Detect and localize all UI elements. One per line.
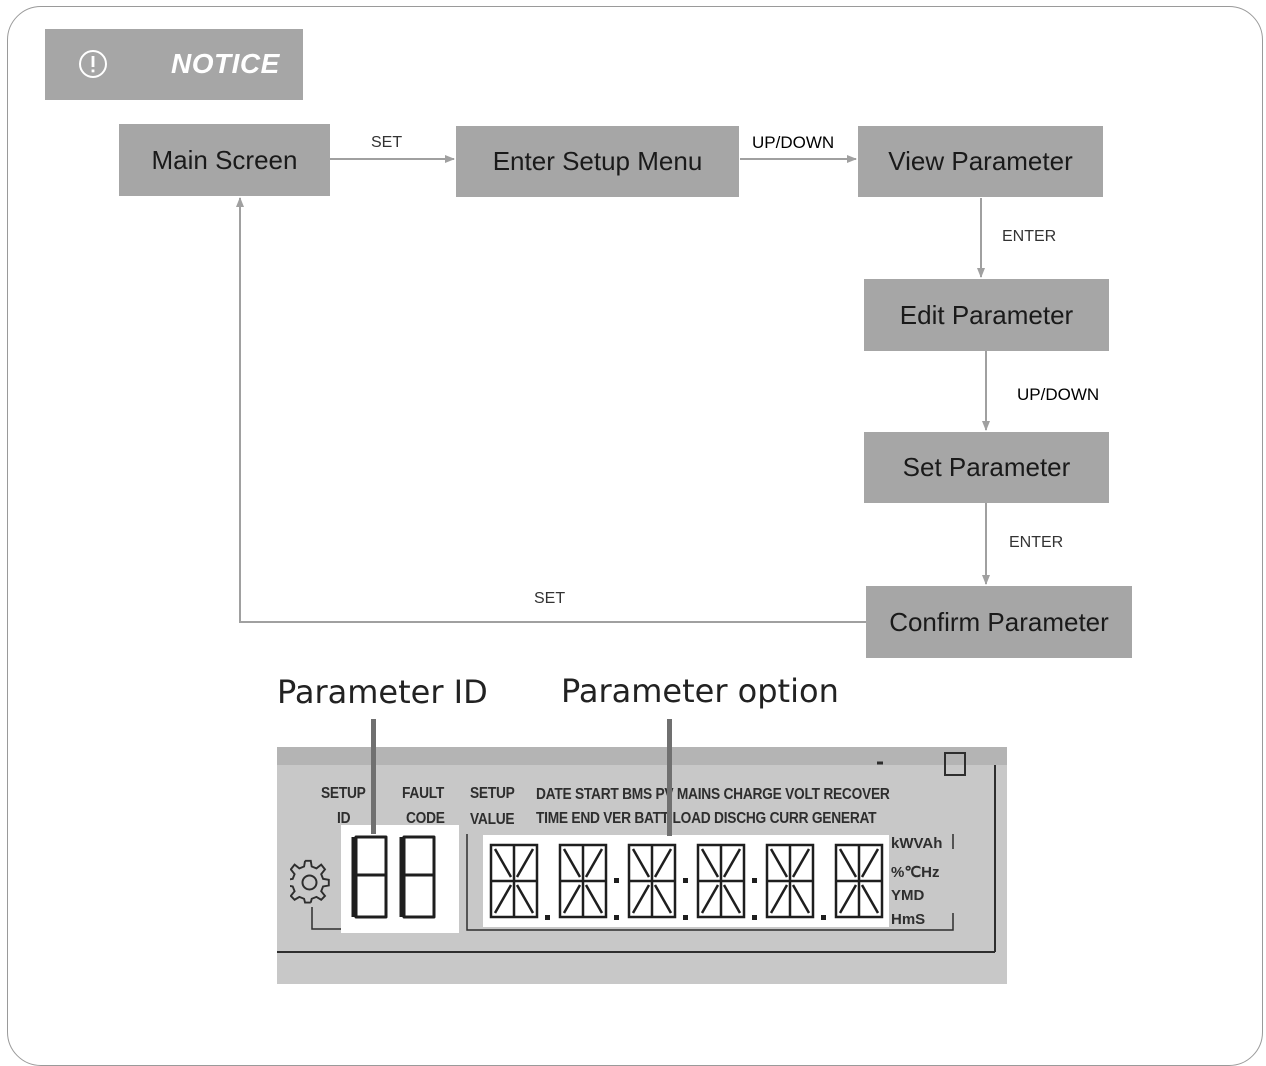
node-main-screen: Main Screen [119,124,330,196]
node-set-parameter: Set Parameter [864,432,1109,503]
unit-percent-temp-hz: %℃Hz [891,864,940,881]
decimal-point [545,915,550,920]
colon-dot [614,878,619,883]
segment-digit [627,843,677,919]
edge-label-up-down: UP/DOWN [1017,385,1100,404]
node-edit-parameter: Edit Parameter [864,279,1109,351]
parameter-id-caption: Parameter ID [277,673,488,711]
node-label: Main Screen [151,144,298,175]
lcd-top-strip [277,747,1007,765]
lcd-display: SETUP ID FAULT CODE SETUP VALUE DATE STA… [277,747,1007,984]
info-circle-icon [79,50,107,78]
edge-label-enter: ENTER [1009,534,1064,551]
node-enter-setup-menu: Enter Setup Menu [456,126,739,197]
parameter-id-digits [341,825,459,933]
parameter-option-digits [483,835,889,927]
decimal-point [683,915,688,920]
node-view-parameter: View Parameter [858,126,1103,197]
parameter-option-caption: Parameter option [561,672,839,710]
segment-digit [834,843,884,919]
edge-label-set: SET [371,134,403,151]
decimal-point [614,915,619,920]
unit-power: kWVAh [891,835,943,852]
node-label: Edit Parameter [899,299,1074,330]
label-setup-id-top: SETUP [321,785,366,802]
colon-dot [752,878,757,883]
notice-label: NOTICE [171,48,280,79]
node-label: Enter Setup Menu [492,146,703,176]
edge-label-up-down: UP/DOWN [752,133,835,152]
unit-time: HmS [891,911,926,928]
segment-digit [558,843,608,919]
label-row-bottom: TIME END VER BATT LOAD DISCHG CURR GENER… [536,810,877,827]
notice-banner: NOTICE [45,29,303,100]
decimal-point [752,915,757,920]
node-label: Confirm Parameter [889,606,1109,637]
label-setup-id-bottom: ID [337,810,351,827]
segment-digit [765,843,815,919]
node-label: Set Parameter [902,452,1071,482]
node-label: View Parameter [888,146,1073,176]
edge-label-set: SET [534,590,566,607]
gear-icon [290,859,330,904]
label-row-top: DATE START BMS PV MAINS CHARGE VOLT RECO… [536,786,890,803]
segment-digit [489,843,539,919]
flow-connectors [236,155,990,623]
segment-digit [696,843,746,919]
edge-label-enter: ENTER [1002,228,1057,245]
node-confirm-parameter: Confirm Parameter [866,586,1132,658]
unit-date: YMD [891,887,925,904]
colon-dot [683,878,688,883]
label-setup-value-bottom: VALUE [470,811,515,828]
arrow-confirm-to-main [236,197,866,623]
label-fault-code-top: FAULT [402,785,445,802]
label-fault-code-bottom: CODE [406,810,445,827]
decimal-point [821,915,826,920]
label-setup-value-top: SETUP [470,785,515,802]
